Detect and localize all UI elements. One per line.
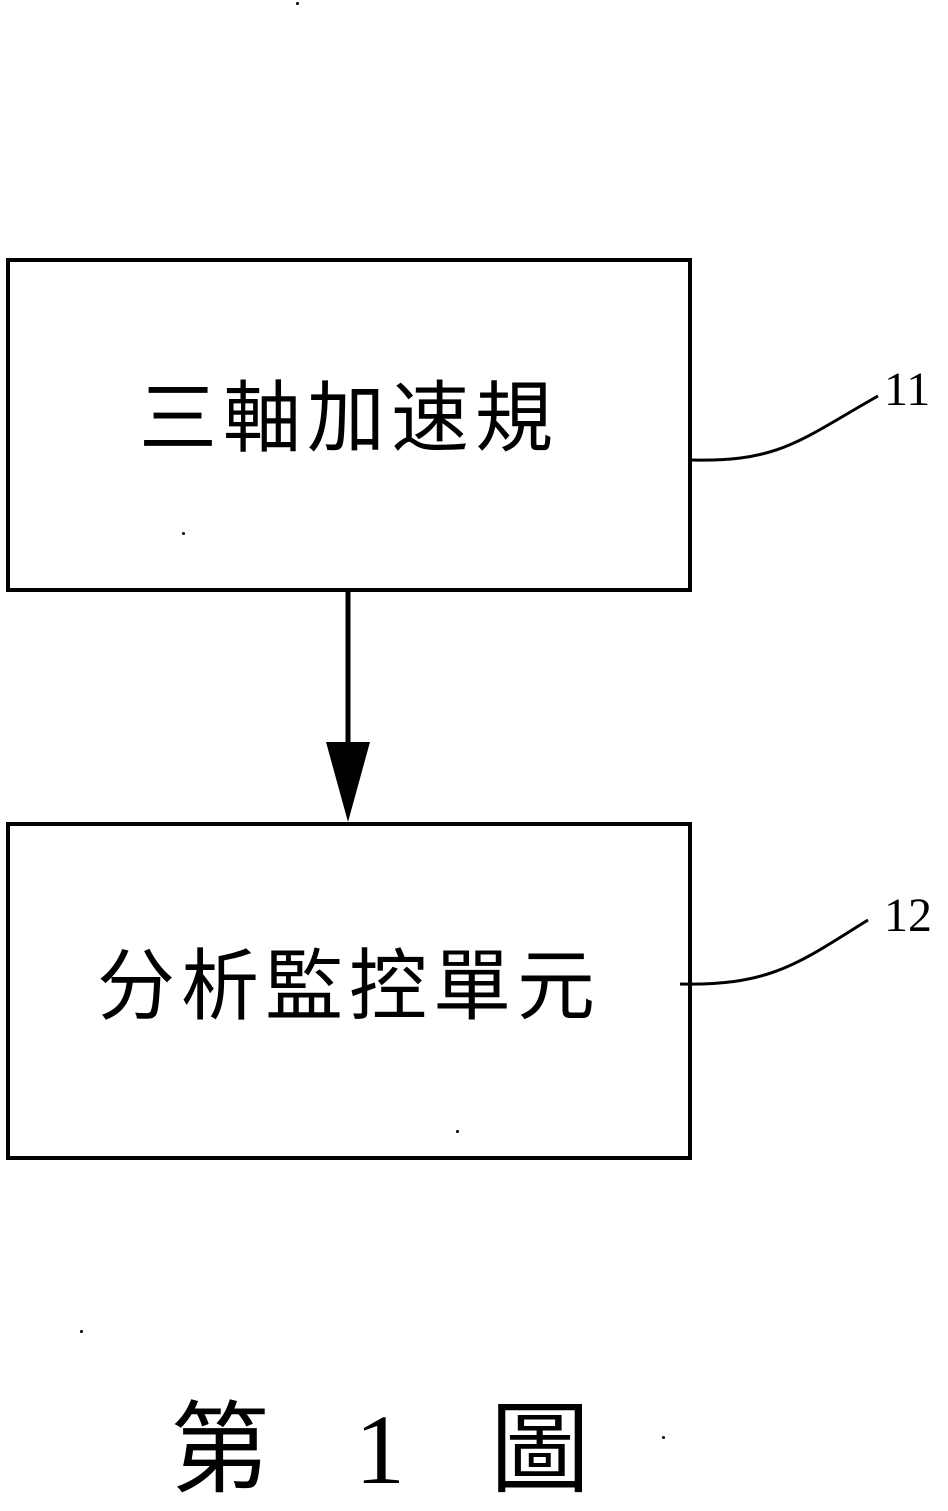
flow-arrow-head bbox=[326, 742, 370, 822]
reference-numeral-11: 11 bbox=[884, 363, 931, 416]
figure-caption: 第 1 圖 bbox=[170, 1395, 590, 1505]
caption-prefix: 第 bbox=[170, 1391, 270, 1508]
caption-number: 1 bbox=[355, 1394, 405, 1505]
scan-speck bbox=[662, 1436, 665, 1439]
caption-suffix: 圖 bbox=[490, 1391, 590, 1508]
scan-speck bbox=[456, 1130, 459, 1133]
block-label-12: 分析監控單元 bbox=[96, 942, 601, 1032]
block-three-axis-accelerometer: 三軸加速規 bbox=[6, 258, 692, 592]
leader-line-11 bbox=[691, 394, 879, 462]
scan-speck bbox=[296, 2, 299, 5]
scan-speck bbox=[80, 1330, 83, 1333]
leader-line-12 bbox=[679, 918, 869, 986]
block-label-11: 三軸加速規 bbox=[138, 374, 559, 464]
block-analysis-monitoring-unit: 分析監控單元 bbox=[6, 822, 692, 1160]
reference-numeral-12: 12 bbox=[884, 889, 932, 942]
scan-speck bbox=[182, 532, 185, 535]
